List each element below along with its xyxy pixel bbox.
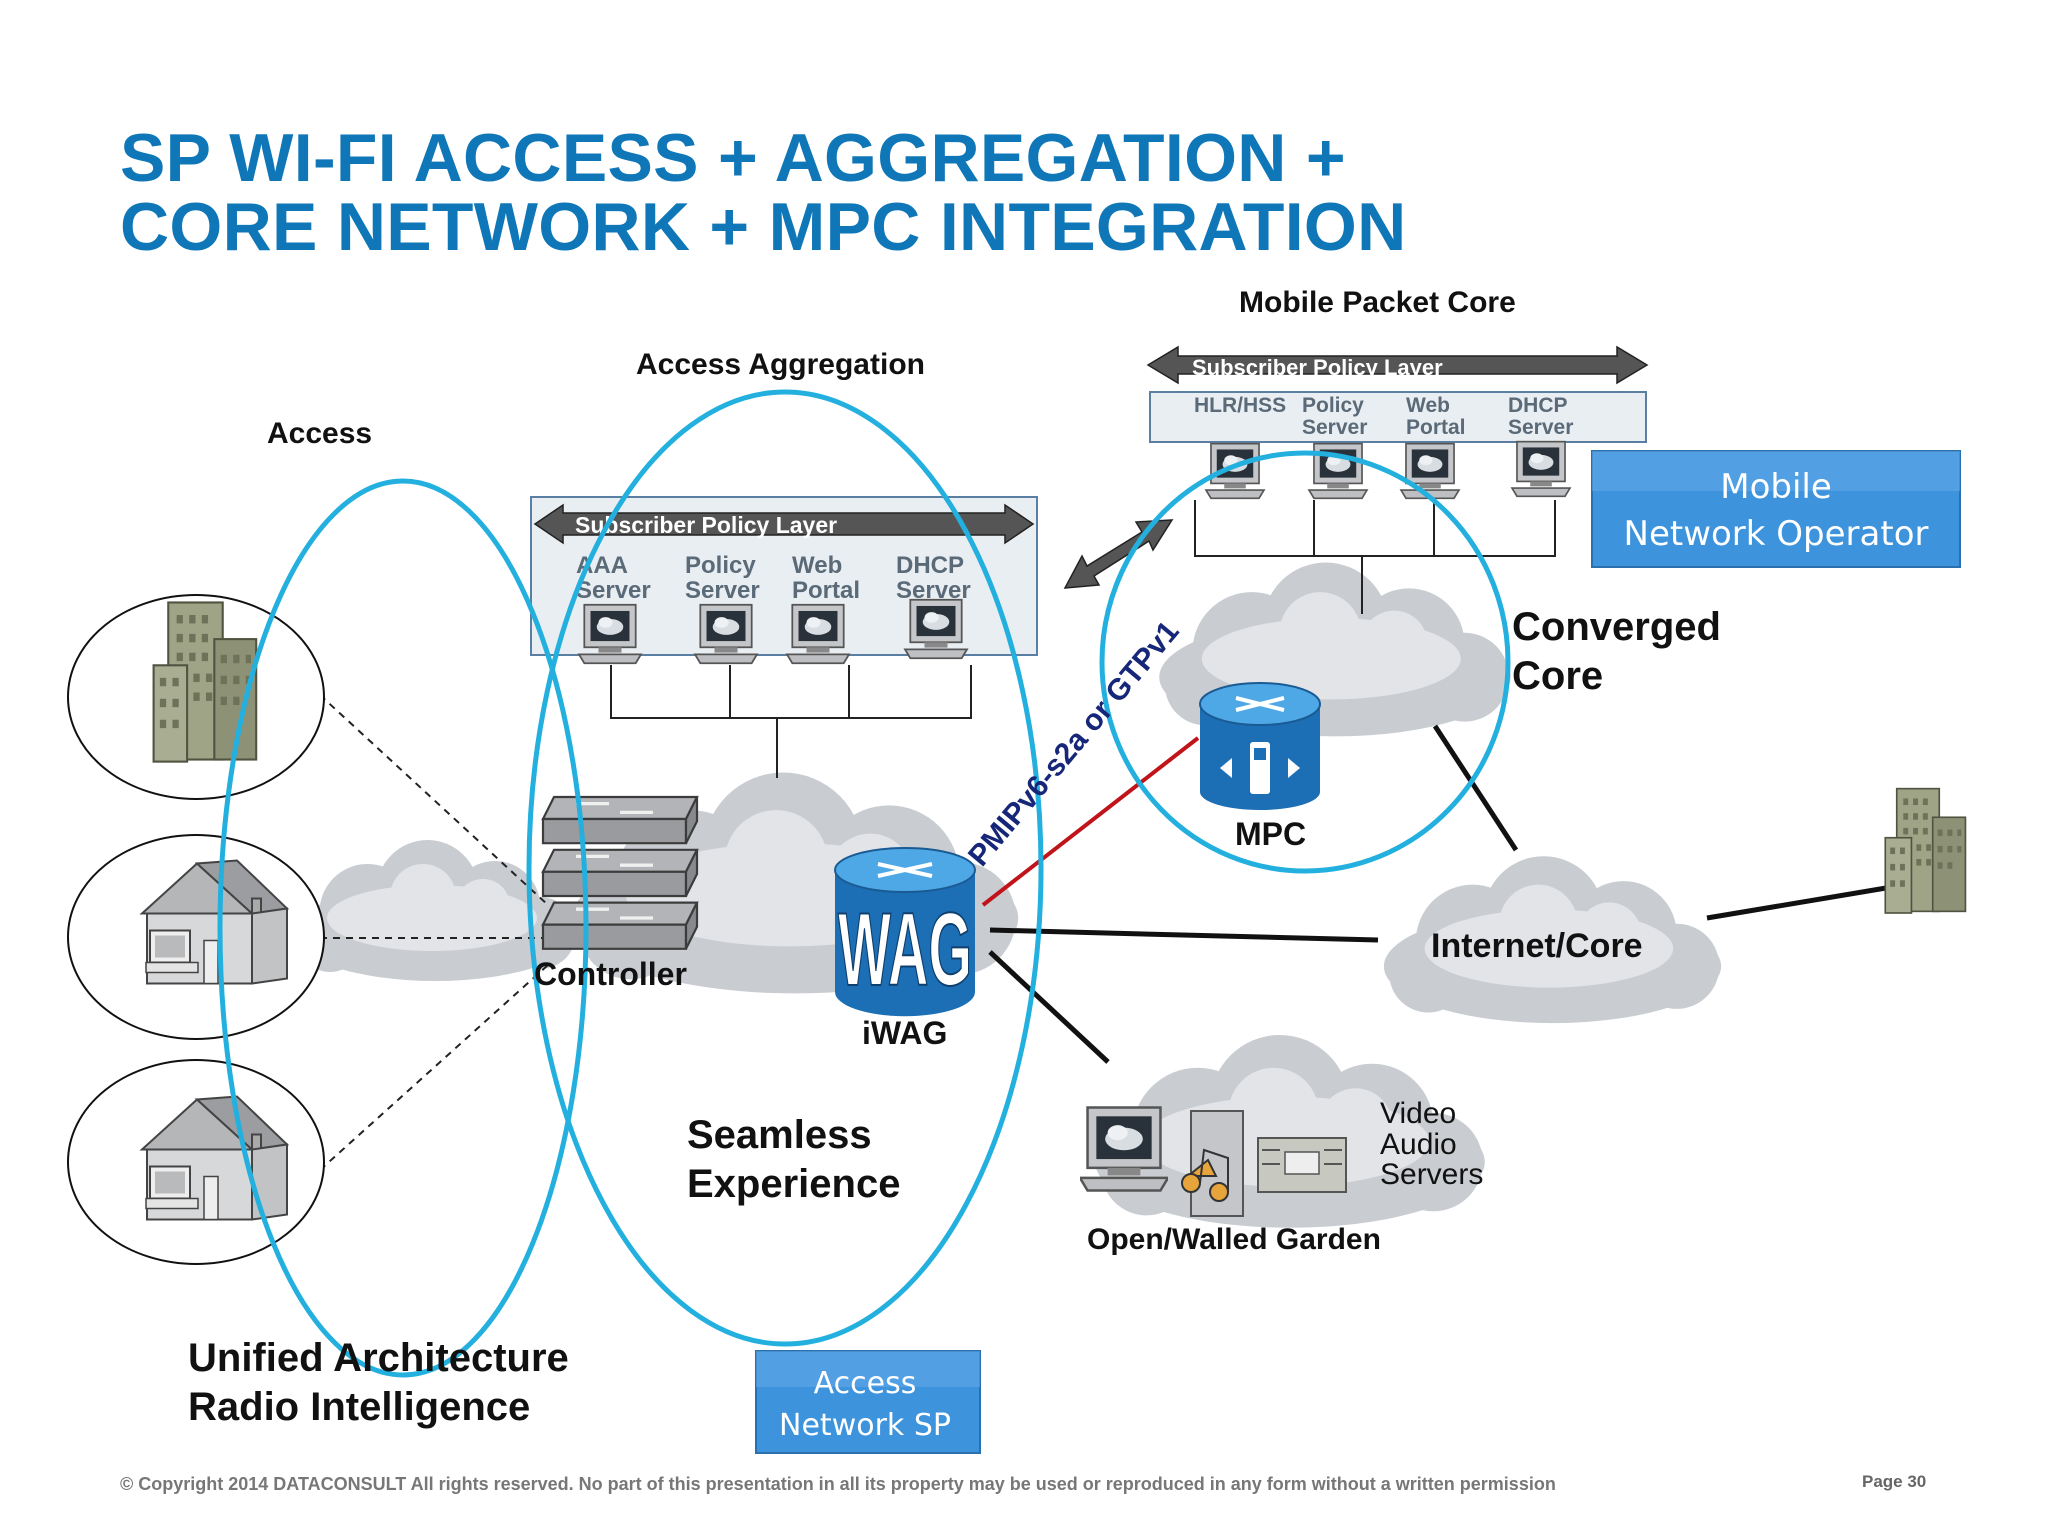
- internet-core-label: Internet/Core: [1431, 927, 1643, 965]
- mobile-operator-label-2: Network Operator: [1624, 514, 1929, 554]
- converged-core-label-1: Converged: [1512, 605, 1721, 649]
- access-heading: Access: [267, 417, 372, 450]
- garden-servers: [1080, 1106, 1347, 1217]
- seamless-label-1: Seamless: [687, 1113, 872, 1157]
- controller-label: Controller: [534, 956, 687, 992]
- web-portal-label-2: Portal: [792, 577, 860, 604]
- core-dhcp-label-2: Server: [1508, 416, 1573, 439]
- aggregation-ellipse: [526, 389, 1044, 1347]
- access-sites: [67, 594, 325, 1265]
- core-policy-server-label-2: Server: [1302, 416, 1367, 439]
- policy-server-icon: [694, 603, 758, 665]
- access-sp-label-2: Network SP: [779, 1408, 951, 1443]
- policy-server-label-1: Policy: [685, 552, 756, 579]
- web-portal-icon: [786, 603, 850, 665]
- access-network-sp-button[interactable]: Access Network SP: [755, 1350, 981, 1454]
- dhcp-server-label-1: DHCP: [896, 552, 964, 579]
- radio-intelligence-label: Radio Intelligence: [188, 1385, 530, 1429]
- mobile-packet-core-heading: Mobile Packet Core: [1239, 286, 1516, 319]
- open-walled-garden-label: Open/Walled Garden: [1087, 1223, 1381, 1256]
- copyright-footer: © Copyright 2014 DATACONSULT All rights …: [120, 1474, 1556, 1494]
- converged-core-label-2: Core: [1512, 654, 1603, 698]
- access-aggregation-heading: Access Aggregation: [636, 348, 925, 381]
- page-number: Page 30: [1862, 1472, 1927, 1491]
- mobile-operator-label-1: Mobile: [1720, 467, 1832, 507]
- policy-server-label-2: Server: [685, 577, 760, 604]
- mpc-label: MPC: [1235, 816, 1306, 852]
- iwag-label: iWAG: [862, 1015, 947, 1051]
- audio-label: Audio: [1380, 1128, 1457, 1161]
- mpc-icon: [1199, 682, 1321, 810]
- wag-icon: WAG: [834, 847, 976, 1017]
- domain-ellipses: [217, 389, 1511, 1378]
- converged-core-ellipse: [1099, 450, 1511, 874]
- web-portal-label-1: Web: [792, 552, 842, 579]
- hlr-hss-icon: [1205, 442, 1265, 500]
- seamless-label-2: Experience: [687, 1162, 900, 1206]
- core-web-portal-icon: [1400, 442, 1460, 500]
- tunnel-line: [981, 736, 1200, 907]
- hlr-hss-label: HLR/HSS: [1194, 394, 1286, 417]
- servers-label: Servers: [1380, 1158, 1483, 1191]
- core-policy-server-label-1: Policy: [1302, 394, 1364, 417]
- dhcp-server-icon: [904, 598, 968, 660]
- access-ellipse: [217, 478, 589, 1378]
- core-web-portal-label-1: Web: [1406, 394, 1450, 417]
- core-policy-layer: Subscriber Policy Layer HLR/HSS Policy S…: [1146, 345, 1649, 614]
- controller-switch-icon: [541, 795, 699, 951]
- aaa-server-label-2: Server: [576, 577, 651, 604]
- core-dhcp-label-1: DHCP: [1508, 394, 1568, 417]
- core-policy-layer-label: Subscriber Policy Layer: [1192, 355, 1443, 380]
- unified-architecture-label: Unified Architecture: [188, 1336, 569, 1380]
- wag-logo: WAG: [838, 892, 972, 1008]
- video-label: Video: [1380, 1097, 1456, 1130]
- core-dhcp-server-icon: [1511, 440, 1571, 498]
- core-web-portal-label-2: Portal: [1406, 416, 1466, 439]
- aaa-server-icon: [578, 603, 642, 665]
- remote-building-icon: [1884, 787, 1967, 914]
- access-sp-label-1: Access: [814, 1366, 917, 1401]
- access-policy-layer: Subscriber Policy Layer AAA Server Polic…: [530, 496, 1038, 778]
- server-icon: [1080, 1106, 1168, 1192]
- mobile-network-operator-button[interactable]: Mobile Network Operator: [1591, 450, 1961, 568]
- access-policy-layer-label: Subscriber Policy Layer: [575, 512, 837, 538]
- page-title: SP WI-FI ACCESS + AGGREGATION + CORE NET…: [120, 120, 1407, 265]
- links: [319, 519, 1887, 1171]
